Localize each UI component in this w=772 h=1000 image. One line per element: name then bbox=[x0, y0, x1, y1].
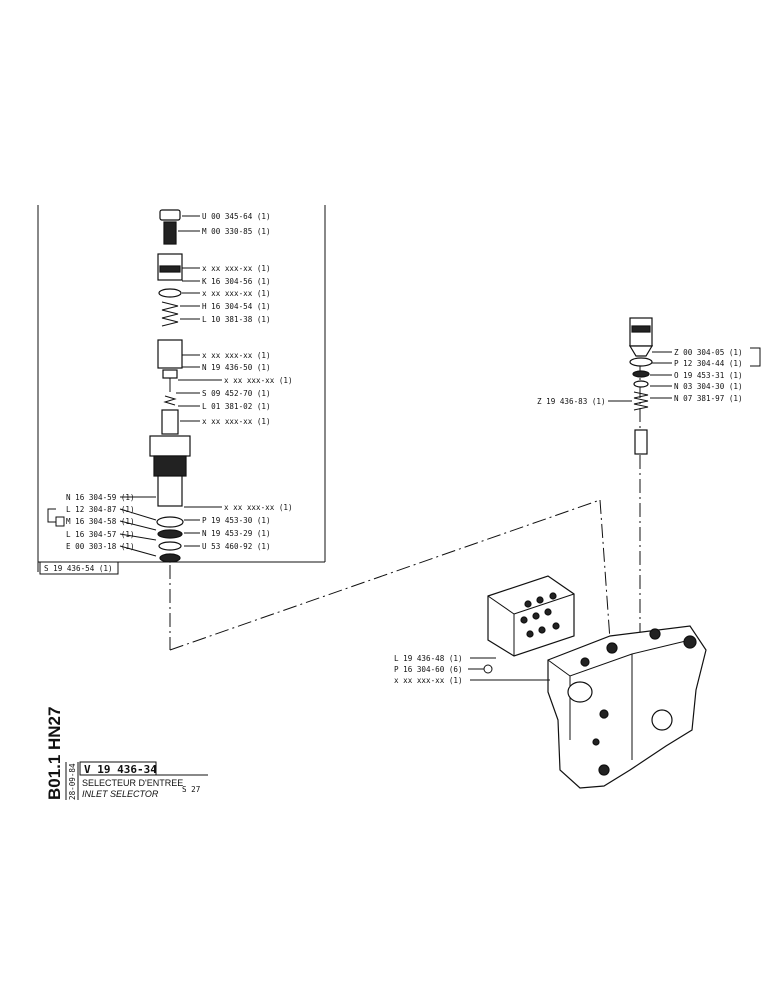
left-valve-stack bbox=[149, 209, 191, 563]
threaded-stem-part bbox=[163, 221, 177, 245]
part-label: x xx xxx-xx (1) bbox=[224, 376, 293, 385]
part-label: x xx xxx-xx (1) bbox=[202, 289, 271, 298]
left-side-parts-labels: N 16 304-59 (1) L 12 304-87 (1) M 16 304… bbox=[66, 493, 135, 551]
assembly-ref-box bbox=[39, 561, 119, 575]
title-block: HN27 B01.1 28-09-84 V 19 436-34 SELECTEU… bbox=[45, 707, 208, 800]
left-leader-lines bbox=[176, 215, 222, 547]
seal-3-part bbox=[158, 541, 182, 551]
pin-head-part bbox=[162, 369, 178, 379]
cartridge-body-part bbox=[157, 475, 183, 507]
ring-part bbox=[158, 288, 182, 298]
spring-part bbox=[161, 301, 179, 327]
part-label: M 16 304-58 (1) bbox=[66, 517, 135, 526]
part-label: K 16 304-56 (1) bbox=[202, 277, 271, 286]
assembly-ref-label: S 19 436-54 (1) bbox=[44, 564, 113, 573]
part-label: U 53 460-92 (1) bbox=[202, 542, 271, 551]
part-label: U 00 345-64 (1) bbox=[202, 212, 271, 221]
part-label: L 16 304-57 (1) bbox=[66, 530, 135, 539]
part-label: O 19 453-31 (1) bbox=[674, 371, 743, 380]
part-label: x xx xxx-xx (1) bbox=[202, 264, 271, 273]
seal-4-part bbox=[159, 553, 181, 563]
part-label: N 07 381-97 (1) bbox=[674, 394, 743, 403]
part-label: L 10 381-38 (1) bbox=[202, 315, 271, 324]
valve-housing-part bbox=[547, 625, 707, 789]
part-label: P 12 304-44 (1) bbox=[674, 359, 743, 368]
part-label: x xx xxx-xx (1) bbox=[224, 503, 293, 512]
part-label: L 12 304-87 (1) bbox=[66, 505, 135, 514]
part-label: x xx xxx-xx (1) bbox=[394, 676, 463, 685]
seal-2-part bbox=[157, 529, 183, 539]
part-label: L 01 381-02 (1) bbox=[202, 402, 271, 411]
seat-part bbox=[632, 370, 650, 378]
part-label: H 16 304-54 (1) bbox=[202, 302, 271, 311]
part-label: Z 00 304-05 (1) bbox=[674, 348, 743, 357]
o-ring-part bbox=[629, 357, 653, 367]
catalog-number: V 19 436-34 bbox=[84, 763, 157, 776]
part-label: L 19 436-48 (1) bbox=[394, 654, 463, 663]
part-label: M 00 330-85 (1) bbox=[202, 227, 271, 236]
insert-part bbox=[161, 409, 179, 435]
group-label: Z 19 436-83 (1) bbox=[537, 397, 606, 406]
plunger-part bbox=[634, 429, 648, 455]
cap-nut-part bbox=[159, 209, 181, 221]
date-label: 28-09-84 bbox=[68, 763, 77, 800]
title-french: SELECTEUR D'ENTREE bbox=[82, 778, 183, 788]
cartridge-thread-part bbox=[153, 455, 187, 477]
left-side-leader-lines bbox=[47, 496, 157, 557]
adapter-band bbox=[631, 325, 651, 333]
left-parts-labels: U 00 345-64 (1) M 00 330-85 (1) x xx xxx… bbox=[202, 212, 293, 551]
right-parts-labels: Z 00 304-05 (1) P 12 304-44 (1) O 19 453… bbox=[537, 348, 743, 406]
sleeve-band bbox=[159, 265, 181, 273]
part-label: x xx xxx-xx (1) bbox=[202, 417, 271, 426]
piston-part bbox=[157, 339, 183, 369]
block-leader-lines bbox=[468, 657, 550, 681]
part-label: N 19 453-29 (1) bbox=[202, 529, 271, 538]
cartridge-hex-part bbox=[149, 435, 191, 457]
side-code-1: HN27 bbox=[45, 707, 64, 750]
model-label: S 27 bbox=[182, 785, 200, 794]
seal-1-part bbox=[156, 516, 184, 528]
side-code-2: B01.1 bbox=[45, 755, 64, 800]
adapter-tip bbox=[628, 345, 654, 357]
small-spring-part bbox=[163, 395, 177, 406]
ball-part bbox=[633, 380, 649, 388]
part-label: N 16 304-59 (1) bbox=[66, 493, 135, 502]
part-label: P 19 453-30 (1) bbox=[202, 516, 271, 525]
part-label: P 16 304-60 (6) bbox=[394, 665, 463, 674]
part-label: E 00 303-18 (1) bbox=[66, 542, 135, 551]
cover-plate-part bbox=[487, 575, 575, 657]
title-english: INLET SELECTOR bbox=[82, 789, 159, 799]
part-label: N 19 436-50 (1) bbox=[202, 363, 271, 372]
right-leader-lines bbox=[608, 347, 761, 402]
part-label: N 03 304-30 (1) bbox=[674, 382, 743, 391]
right-spring-part bbox=[633, 391, 649, 411]
block-parts-labels: L 19 436-48 (1) P 16 304-60 (6) x xx xxx… bbox=[394, 654, 463, 685]
right-valve-stack bbox=[628, 317, 654, 455]
part-label: S 09 452-70 (1) bbox=[202, 389, 271, 398]
part-label: x xx xxx-xx (1) bbox=[202, 351, 271, 360]
